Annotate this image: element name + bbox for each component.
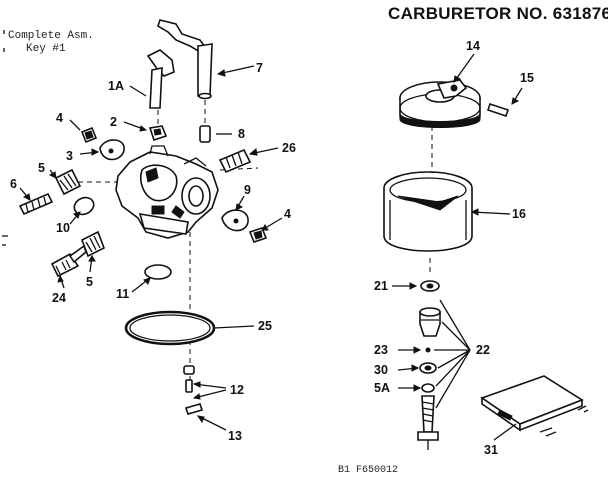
part-2-clip [148, 125, 168, 142]
note-key: Key #1 [26, 43, 66, 55]
note-complete-asm: Complete Asm. [8, 30, 94, 42]
part-5-spring-lower [80, 230, 106, 258]
callout-5-lower: 5 [86, 275, 93, 289]
part-14-top-cover [399, 79, 481, 128]
margin-mark [2, 235, 8, 246]
callout-15: 15 [520, 71, 534, 85]
part-25-gasket-ring [124, 310, 216, 346]
part-23-ball [425, 347, 431, 353]
part-21-washer [420, 280, 440, 292]
part-22-valve-seat [419, 307, 441, 337]
callout-12: 12 [230, 383, 244, 397]
part-5A-spring [421, 383, 435, 393]
part-5-spring-upper [54, 168, 82, 196]
callout-21: 21 [374, 279, 388, 293]
part-24-needle [50, 244, 87, 278]
diagram-title: CARBURETOR NO. 631876 [388, 4, 608, 23]
callout-7: 7 [256, 61, 263, 75]
part-26-needle [218, 148, 252, 174]
part-8-pin [199, 125, 211, 143]
part-30-spring [419, 362, 437, 374]
callout-9: 9 [244, 183, 251, 197]
callout-22: 22 [476, 343, 490, 357]
bowl-screw-part [417, 395, 439, 450]
part-16-float-bowl [383, 171, 473, 252]
callout-14: 14 [466, 39, 480, 53]
callout-6: 6 [10, 177, 17, 191]
part-12-small-parts [183, 365, 204, 415]
callout-13: 13 [228, 429, 242, 443]
callout-26: 26 [282, 141, 296, 155]
part-11-float-disc [144, 264, 172, 280]
footer-code: B1 F650012 [338, 465, 398, 476]
part-15-pin [486, 102, 510, 118]
part-6-screw [18, 192, 54, 216]
leader-lines [19, 53, 523, 441]
callout-labels: 1A 2 4 3 7 8 26 5 6 10 9 4 5 24 11 25 12… [10, 39, 534, 476]
part-4-screw-lower [248, 227, 268, 243]
part-3-plate [99, 139, 125, 161]
callout-3: 3 [66, 149, 73, 163]
callout-5: 5 [38, 161, 45, 175]
callout-11: 11 [116, 287, 129, 301]
callout-10: 10 [56, 221, 70, 235]
callout-25: 25 [258, 319, 272, 333]
callout-5A: 5A [374, 381, 390, 395]
part-10-washer [73, 196, 95, 216]
callout-23: 23 [374, 343, 388, 357]
callout-2: 2 [110, 115, 117, 129]
part-4-screw [80, 126, 98, 144]
axis-line [219, 167, 259, 171]
carburetor-body-part [115, 145, 219, 239]
callout-4: 4 [56, 111, 63, 125]
callout-16: 16 [512, 207, 526, 221]
callout-30: 30 [374, 363, 388, 377]
part-9-plate [221, 209, 249, 232]
callout-8: 8 [238, 127, 245, 141]
callout-24: 24 [52, 291, 66, 305]
part-31-instruction-card [480, 375, 589, 437]
throttle-shaft-part [157, 19, 213, 100]
callout-1A: 1A [108, 79, 124, 93]
callout-31: 31 [484, 443, 498, 457]
callout-4-lower: 4 [284, 207, 291, 221]
choke-shaft-part [146, 49, 175, 109]
